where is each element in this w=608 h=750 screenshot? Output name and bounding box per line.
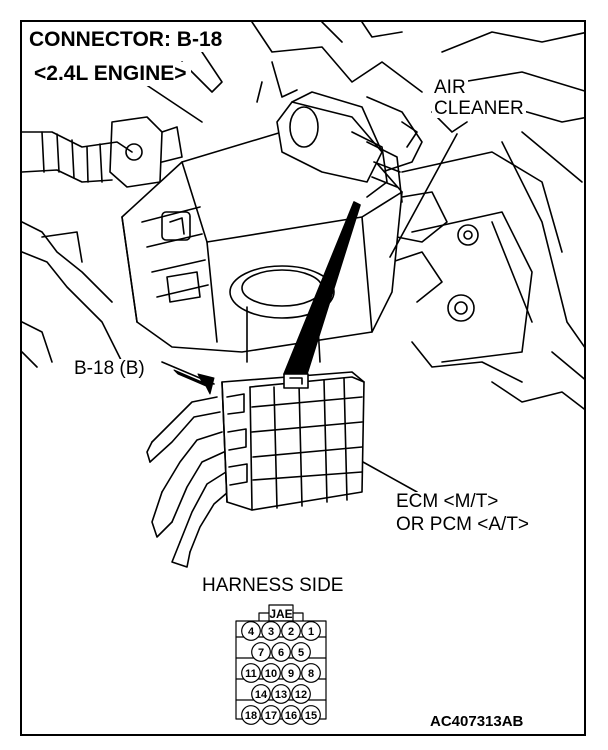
pin-number: 3 <box>268 626 274 638</box>
pin-10: 10 <box>261 663 281 683</box>
pin-18: 18 <box>241 705 261 725</box>
air-cleaner-label-line2: CLEANER <box>432 98 526 119</box>
harness-side-title: HARNESS SIDE <box>200 575 346 596</box>
pin-number: 6 <box>278 647 284 659</box>
ecm-connector <box>221 371 365 511</box>
pin-6: 6 <box>271 642 291 662</box>
pin-number: 18 <box>245 710 257 722</box>
jae-key-label: JAE <box>269 607 292 621</box>
connector-arrow-icon <box>173 369 215 395</box>
ecm-leader <box>353 456 418 493</box>
pin-number: 13 <box>275 689 287 701</box>
figure-code: AC407313AB <box>430 713 524 730</box>
pin-5: 5 <box>291 642 311 662</box>
pin-number: 4 <box>248 626 255 638</box>
pin-number: 9 <box>288 668 294 680</box>
pin-9: 9 <box>281 663 301 683</box>
pin-12: 12 <box>291 684 311 704</box>
pin-number: 16 <box>285 710 297 722</box>
pin-number: 17 <box>265 710 277 722</box>
wire-harness <box>146 396 229 568</box>
pin-8: 8 <box>301 663 321 683</box>
pin-3: 3 <box>261 621 281 641</box>
pin-number: 2 <box>288 626 294 638</box>
pin-16: 16 <box>281 705 301 725</box>
intake-hose <box>22 51 223 368</box>
pin-number: 11 <box>245 668 257 680</box>
pin-number: 1 <box>308 626 314 638</box>
pin-17: 17 <box>261 705 281 725</box>
pin-4: 4 <box>241 621 261 641</box>
pin-number: 5 <box>298 647 304 659</box>
pin-2: 2 <box>281 621 301 641</box>
pin-number: 7 <box>258 647 264 659</box>
air-cleaner-leader <box>389 133 458 258</box>
pin-number: 12 <box>295 689 307 701</box>
air-cleaner-label-line1: AIR <box>432 77 468 98</box>
ecm-label-line1: ECM <M/T> <box>394 491 501 512</box>
pin-15: 15 <box>301 705 321 725</box>
pin-number: 15 <box>305 710 317 722</box>
pin-7: 7 <box>251 642 271 662</box>
air-cleaner-box <box>121 91 403 363</box>
pin-14: 14 <box>251 684 271 704</box>
ecm-label-line2: OR PCM <A/T> <box>394 514 532 535</box>
pin-1: 1 <box>301 621 321 641</box>
pin-13: 13 <box>271 684 291 704</box>
engine-label: <2.4L ENGINE> <box>30 62 191 86</box>
connector-ref-label: B-18 (B) <box>72 358 147 379</box>
pin-number: 8 <box>308 668 314 680</box>
pin-11: 11 <box>241 663 261 683</box>
pin-number: 10 <box>265 668 277 680</box>
pin-number: 14 <box>255 689 268 701</box>
connector-title: CONNECTOR: B-18 <box>25 28 227 52</box>
